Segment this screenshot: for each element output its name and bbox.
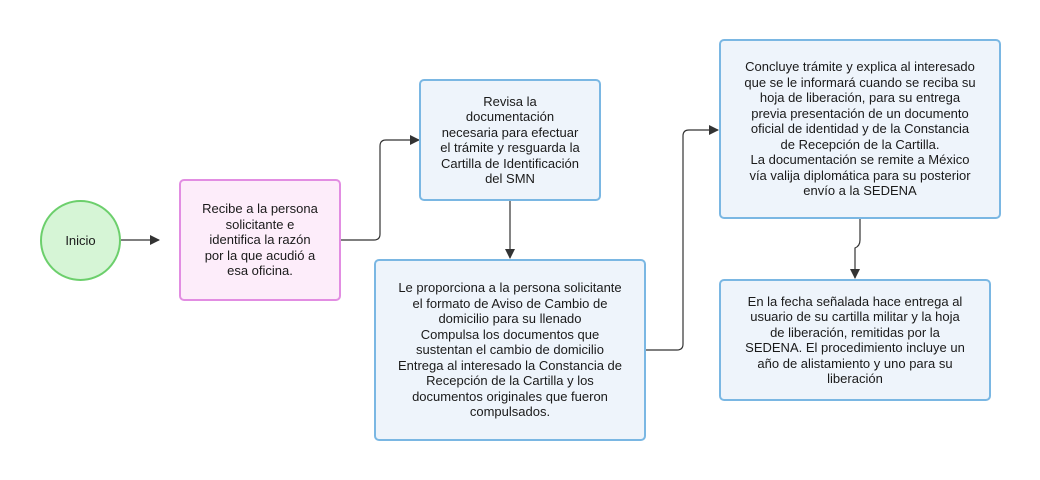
provide-text: Le proporciona a la persona solicitante … [397, 280, 623, 420]
deliver-text: En la fecha señalada hace entrega al usu… [745, 293, 965, 387]
provide-node: Le proporciona a la persona solicitante … [374, 259, 646, 441]
start-label: Inicio [65, 232, 96, 248]
conclude-node: Concluye trámite y explica al interesado… [719, 39, 1001, 219]
receive-node: Recibe a la persona solicitante e identi… [179, 179, 341, 301]
deliver-node: En la fecha señalada hace entrega al usu… [719, 279, 991, 401]
conclude-text: Concluye trámite y explica al interesado… [744, 59, 976, 199]
review-text: Revisa la documentación necesaria para e… [440, 93, 580, 187]
receive-text: Recibe a la persona solicitante e identi… [202, 201, 318, 279]
arrow-conclude-to-deliver [850, 219, 861, 279]
arrow-provide-to-conclude [646, 125, 719, 351]
start-node: Inicio [40, 200, 121, 281]
review-node: Revisa la documentación necesaria para e… [419, 79, 601, 201]
arrow-receive-to-review [341, 135, 420, 241]
